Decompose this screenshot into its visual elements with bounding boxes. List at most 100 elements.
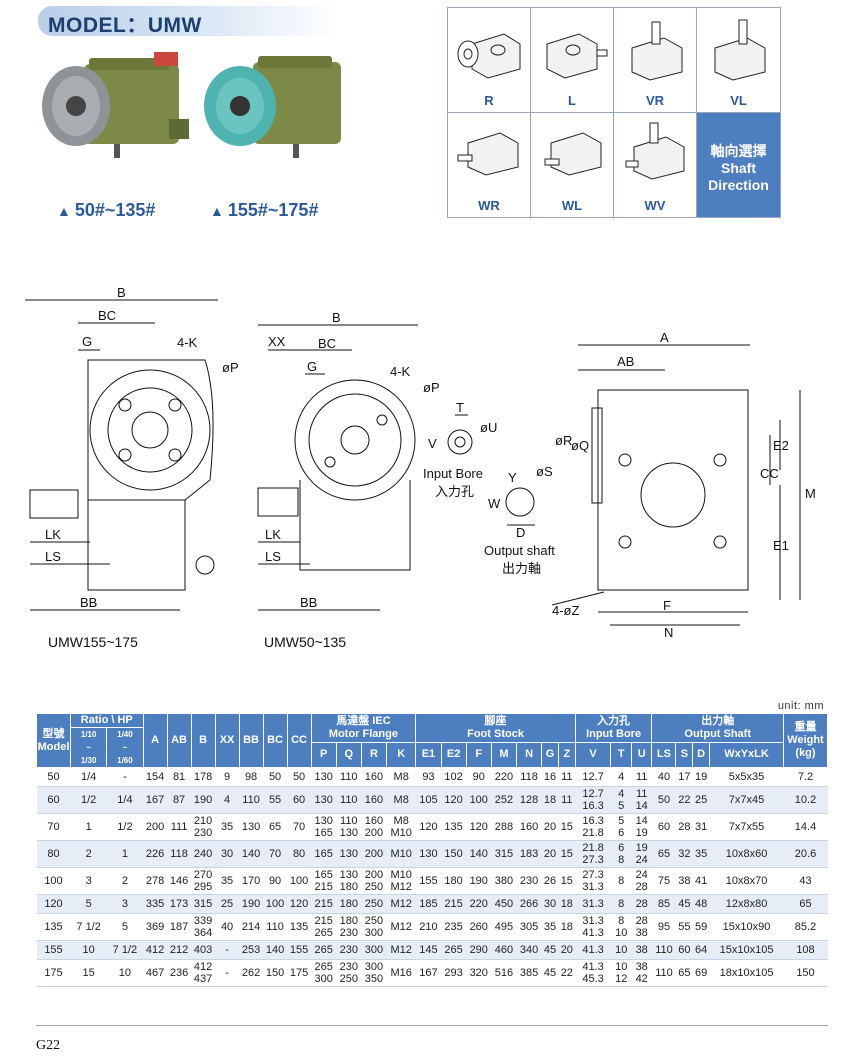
- table-cell: 200: [361, 840, 387, 868]
- table-cell: 18x10x105: [709, 959, 784, 987]
- table-cell: 22: [675, 786, 693, 814]
- table-cell: 22: [558, 959, 576, 987]
- table-cell: 50: [651, 786, 676, 814]
- table-cell: 278: [143, 867, 168, 895]
- table-cell: 300: [361, 940, 387, 960]
- table-cell: 40: [651, 767, 676, 787]
- table-cell: 15: [70, 959, 107, 987]
- svg-text:øR: øR: [555, 433, 572, 448]
- table-cell: 160: [361, 786, 387, 814]
- table-cell: 15x10x105: [709, 940, 784, 960]
- table-cell: 11: [558, 767, 576, 787]
- table-cell: 8: [610, 894, 632, 914]
- table-cell: 305: [516, 913, 542, 941]
- table-cell: 81: [167, 767, 192, 787]
- table-cell: 130: [311, 767, 337, 787]
- table-cell: 250: [361, 894, 387, 914]
- table-cell: 230 250: [336, 959, 362, 987]
- table-cell: 65: [651, 840, 676, 868]
- model-title-bar: MODEL：UMW: [38, 6, 338, 37]
- table-cell: 1/2: [106, 813, 144, 841]
- drawing-bore-shaft-detail: T øU V Y øS W D: [428, 400, 553, 540]
- table-cell: 315: [491, 840, 517, 868]
- table-cell: 200 250: [361, 867, 387, 895]
- direction-vl: VL: [697, 8, 780, 113]
- table-cell: 69: [692, 959, 710, 987]
- table-cell: 226: [143, 840, 168, 868]
- table-cell: 41.3 45.3: [575, 959, 611, 987]
- svg-text:XX: XX: [268, 334, 286, 349]
- caption-umw50-135: UMW50~135: [264, 634, 347, 650]
- table-cell: 120: [466, 813, 492, 841]
- table-cell: 140: [263, 940, 288, 960]
- svg-text:LK: LK: [265, 527, 281, 542]
- table-cell: 35: [215, 867, 240, 895]
- table-cell: 38 42: [631, 959, 652, 987]
- table-cell: 130: [336, 840, 362, 868]
- table-cell: 38: [675, 867, 693, 895]
- size-label-155-175: ▲155#~175#: [210, 200, 319, 220]
- shaft-direction-grid: R L VR VL WR WL WV 軸向選擇 Shaft Direction: [447, 7, 781, 218]
- table-cell: 55: [263, 786, 288, 814]
- table-cell: 60: [287, 786, 312, 814]
- table-cell: 118: [516, 767, 542, 787]
- table-cell: 253: [239, 940, 264, 960]
- drawing-side-large: B BC G 4-K øP LK LS BB: [25, 285, 239, 611]
- table-cell: 187: [167, 913, 192, 941]
- gearbox-vl-icon: [714, 19, 766, 81]
- table-cell: 467: [143, 959, 168, 987]
- table-cell: 35: [541, 913, 559, 941]
- table-cell: 183: [516, 840, 542, 868]
- svg-text:øQ: øQ: [571, 438, 589, 453]
- table-cell: 31: [692, 813, 710, 841]
- table-cell: 7 1/2: [106, 940, 144, 960]
- table-cell: 24 28: [631, 867, 652, 895]
- table-cell: 87: [167, 786, 192, 814]
- gearbox-wl-icon: [544, 131, 602, 176]
- table-cell: 100: [36, 867, 71, 895]
- table-cell: M10: [386, 840, 416, 868]
- table-cell: 160 200: [361, 813, 387, 841]
- table-cell: 130: [415, 840, 442, 868]
- table-cell: 120: [287, 894, 312, 914]
- table-cell: 55: [675, 913, 693, 941]
- table-cell: 20: [541, 840, 559, 868]
- table-cell: 80: [36, 840, 71, 868]
- table-cell: 21.8 27.3: [575, 840, 611, 868]
- triangle-icon: ▲: [210, 203, 224, 219]
- table-cell: 48: [692, 894, 710, 914]
- table-cell: 403: [191, 940, 216, 960]
- table-cell: 200: [143, 813, 168, 841]
- table-cell: 150: [441, 840, 467, 868]
- table-cell: 1/4: [106, 786, 144, 814]
- direction-wv: WV: [614, 112, 697, 217]
- table-cell: 385: [516, 959, 542, 987]
- table-cell: 95: [651, 913, 676, 941]
- svg-text:G: G: [82, 334, 92, 349]
- table-cell: 2: [70, 840, 107, 868]
- table-cell: 339 364: [191, 913, 216, 941]
- table-cell: 155: [415, 867, 442, 895]
- triangle-icon: ▲: [57, 203, 71, 219]
- table-cell: 14 19: [631, 813, 652, 841]
- table-cell: 135: [36, 913, 71, 941]
- table-cell: M8 M10: [386, 813, 416, 841]
- svg-text:øS: øS: [536, 464, 553, 479]
- table-cell: 335: [143, 894, 168, 914]
- table-cell: 214: [239, 913, 264, 941]
- table-cell: 50: [263, 767, 288, 787]
- table-cell: M12: [386, 913, 416, 941]
- table-cell: 65: [263, 813, 288, 841]
- table-cell: 110: [651, 940, 676, 960]
- table-cell: 1: [106, 840, 144, 868]
- table-cell: 190: [191, 786, 216, 814]
- table-cell: 31.3: [575, 894, 611, 914]
- table-cell: 160: [361, 767, 387, 787]
- table-cell: 178: [191, 767, 216, 787]
- table-cell: 380: [491, 867, 517, 895]
